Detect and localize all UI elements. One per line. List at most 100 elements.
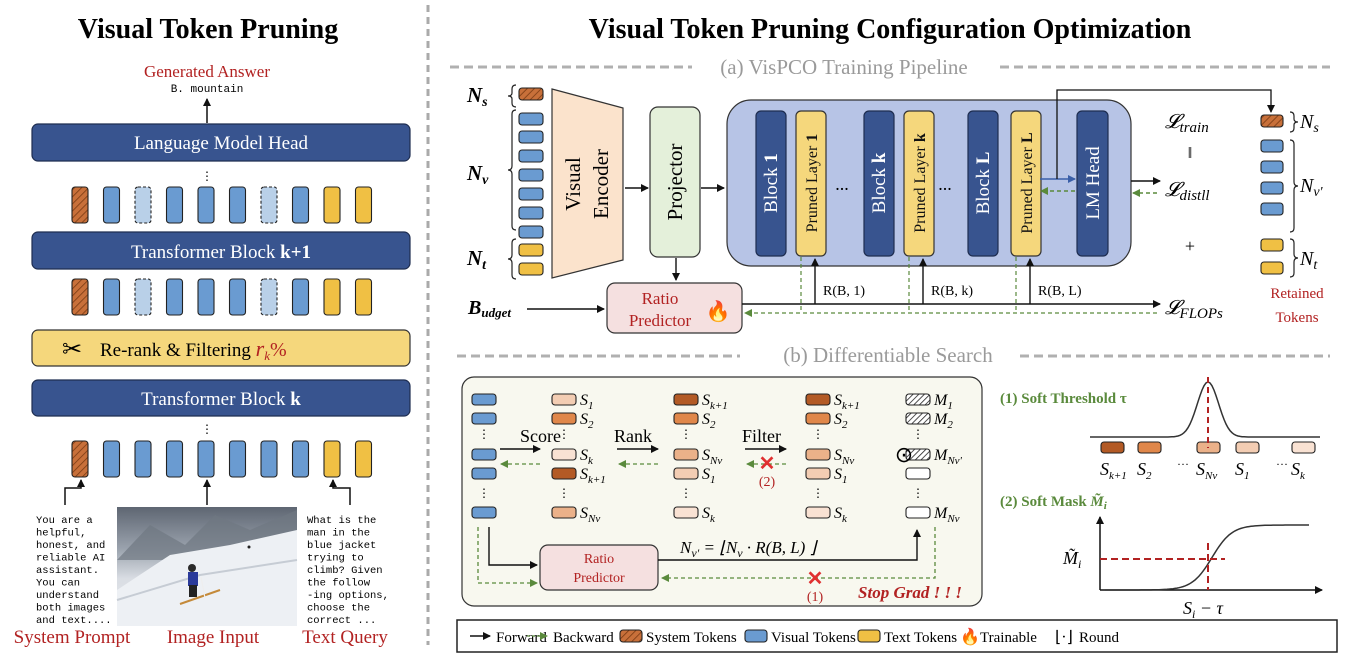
prompt-line: choose the: [307, 603, 370, 615]
score-token: [673, 393, 699, 406]
pruned-token: [134, 278, 152, 316]
right-panel: Visual Token Pruning Configuration Optim…: [450, 14, 1338, 653]
legend-item-round: ⌊·⌋Round: [1055, 629, 1120, 646]
transformer-block: [967, 110, 999, 257]
token-row-top: [71, 186, 373, 224]
score-token: [551, 412, 577, 425]
mask-token: [905, 412, 931, 425]
score-token: [551, 506, 577, 519]
visual-token: [518, 149, 544, 163]
brace-ns: [507, 84, 517, 108]
lm-head-label: Language Model Head: [134, 133, 309, 154]
ratio-predictor-label-1: Ratio: [642, 289, 679, 308]
retained-label-nt: Nt: [1299, 248, 1318, 273]
score-token: [551, 393, 577, 406]
vertical-ellipsis: ⋮: [912, 486, 924, 500]
ratio-tap-label: R(B, k): [931, 284, 973, 299]
ellipsis-1: ...: [835, 174, 849, 194]
score-token: [673, 412, 699, 425]
ellipsis-2: ...: [938, 174, 952, 194]
token-row-bottom: [71, 440, 373, 478]
score-token: [805, 467, 831, 480]
visual-token: [291, 186, 310, 224]
soft-token-label: Sk+1: [1100, 459, 1127, 482]
score-label: Sk+1: [702, 392, 728, 412]
legend-label: System Tokens: [646, 630, 737, 646]
visual-token: [291, 440, 310, 478]
retained-brace-ns: [1289, 111, 1299, 133]
stop-cross-2-icon: ✕: [759, 453, 776, 475]
pruning-formula: Nν' = ⌊Nν · R(B, L) ⌋: [679, 538, 819, 560]
vertical-ellipsis: ⋮: [912, 427, 924, 441]
brace-nv: [507, 109, 517, 231]
vertical-ellipsis: ⋮: [201, 422, 213, 436]
loss-flops: 𝓛FLOPs: [1165, 297, 1223, 322]
ratio-predictor: [606, 282, 743, 334]
legend-item-backward: Backward: [527, 630, 614, 646]
label-nt: Nt: [466, 246, 487, 273]
pruned-layer: [903, 110, 935, 257]
stop-label-2: (2): [759, 475, 776, 490]
visual-token: [197, 278, 215, 316]
prompt-line: blue jacket: [307, 540, 376, 552]
odot-icon: ⊙: [895, 442, 913, 467]
score-label: Sk: [580, 447, 594, 467]
generated-answer-value: B. mountain: [171, 84, 244, 96]
retained-visual-token: [1260, 181, 1284, 195]
visual-token: [228, 186, 247, 224]
score-label: S2: [834, 411, 848, 431]
soft-threshold-title: (1) Soft Threshold τ: [1000, 391, 1127, 407]
soft-token-label: SNν: [1196, 459, 1217, 482]
ratio-tap-label: R(B, 1): [823, 284, 865, 299]
visual-token: [518, 112, 544, 126]
vertical-ellipsis: ⋮: [680, 427, 692, 441]
prompt-line: You can: [36, 578, 80, 590]
prompt-line: both images: [36, 603, 105, 615]
generated-answer-label: Generated Answer: [144, 62, 270, 81]
formula-arrow: [658, 529, 921, 561]
loss-train: 𝓛train: [1165, 111, 1209, 136]
ellipsis: ···: [1177, 457, 1189, 471]
legend-item-system: System Tokens: [619, 629, 737, 646]
x-axis-label: Si − τ: [1183, 598, 1223, 621]
pruned-layer: [795, 110, 827, 257]
soft-token-label: Sk: [1291, 459, 1306, 482]
mask-backward-arrow: [661, 527, 936, 582]
text-token: [518, 243, 544, 257]
visual-token: [260, 440, 278, 478]
retained-label-nv: Nv': [1299, 175, 1324, 200]
retained-text-token: [1260, 238, 1284, 252]
loss-equals: ‖: [1188, 145, 1193, 162]
text-token: [518, 262, 544, 276]
transformer-block-k1: [31, 231, 411, 270]
prompt-line: reliable AI: [36, 553, 105, 565]
visual-token: [518, 225, 544, 239]
mask-token: [905, 393, 931, 406]
score-token: [805, 506, 831, 519]
y-axis-label: M̃i: [1062, 548, 1081, 571]
section-a-title: (a) VisPCO Training Pipeline: [720, 55, 967, 79]
mask-label: M1: [933, 392, 953, 412]
soft-token: [1100, 441, 1125, 454]
score-label: S1: [702, 466, 716, 486]
retained-label-2: Tokens: [1275, 310, 1318, 326]
label-ns: Ns: [466, 83, 488, 110]
retained-system-token: [1260, 114, 1284, 128]
visual-token-icon: [744, 629, 768, 643]
text-token-icon: [857, 629, 881, 643]
system-token: [71, 278, 89, 316]
search-ratio-predictor: [539, 544, 659, 591]
visual-encoder: [551, 88, 624, 279]
visual-token: [102, 440, 121, 478]
legend-label: Text Tokens: [884, 630, 957, 646]
pruned-token: [134, 186, 152, 224]
text-token: [323, 186, 341, 224]
visual-to-ratio-arrow: [488, 527, 538, 569]
vertical-ellipsis: ⋮: [478, 486, 490, 500]
vertical-ellipsis: ⋮: [812, 486, 824, 500]
pruned-token: [260, 186, 278, 224]
